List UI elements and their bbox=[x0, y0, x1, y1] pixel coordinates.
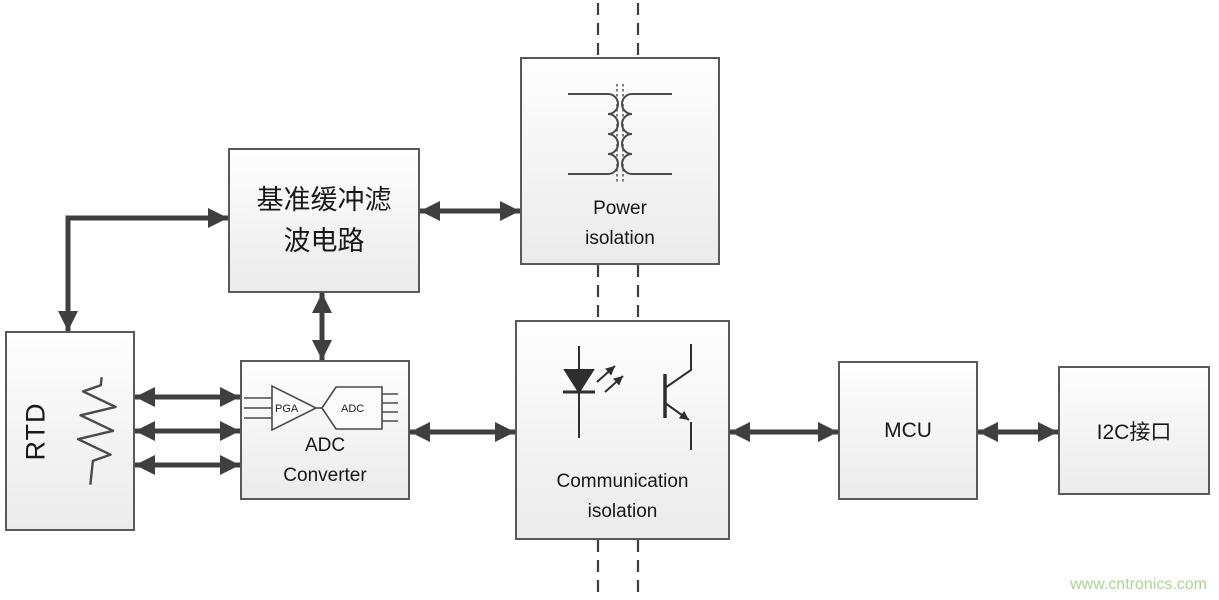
adc-converter-label-line1: ADC bbox=[304, 435, 346, 457]
optocoupler-icon bbox=[563, 344, 692, 450]
adc-converter-label: ADC Converter bbox=[242, 431, 408, 490]
adc-output-lines bbox=[382, 393, 398, 422]
power-isolation-label-line1: Power bbox=[593, 198, 647, 220]
power-isolation-label-line2: isolation bbox=[585, 227, 655, 249]
rtd-label-wrap: RTD bbox=[7, 333, 65, 529]
block-mcu: MCU bbox=[838, 361, 978, 500]
power-isolation-label: Power isolation bbox=[522, 194, 718, 253]
watermark: www.cntronics.com bbox=[1070, 576, 1207, 593]
communication-isolation-label: Communication isolation bbox=[517, 467, 728, 526]
adc-input-lines bbox=[244, 397, 272, 419]
reference-buffer-label-line1: 基准缓冲滤 bbox=[256, 185, 392, 215]
rtd-label: RTD bbox=[20, 401, 51, 461]
block-reference-buffer: 基准缓冲滤 波电路 bbox=[228, 148, 420, 293]
block-i2c-interface: I2C接口 bbox=[1058, 366, 1210, 495]
pga-label: PGA bbox=[275, 403, 299, 415]
block-communication-isolation: Communication isolation bbox=[515, 320, 730, 540]
light-arrow-2 bbox=[604, 375, 624, 393]
resistor-icon bbox=[76, 377, 117, 485]
i2c-label: I2C接口 bbox=[1096, 420, 1172, 444]
transistor-collector bbox=[664, 344, 692, 389]
led-triangle-icon bbox=[563, 369, 595, 394]
pga-adc-icon: PGA ADC bbox=[244, 384, 398, 432]
block-adc-converter: PGA ADC ADC Converter bbox=[240, 360, 410, 500]
light-arrow-1 bbox=[596, 365, 616, 383]
mcu-label: MCU bbox=[884, 418, 932, 442]
block-power-isolation: Power isolation bbox=[520, 57, 720, 265]
block-rtd: RTD bbox=[5, 331, 135, 531]
adc-symbol-label: ADC bbox=[341, 403, 364, 415]
pga-triangle-icon bbox=[271, 384, 318, 432]
adc-converter-label-line2: Converter bbox=[283, 464, 367, 486]
transistor-emitter bbox=[664, 402, 690, 421]
communication-isolation-label-line1: Communication bbox=[556, 471, 689, 493]
reference-buffer-label-line2: 波电路 bbox=[283, 225, 365, 256]
communication-isolation-label-line2: isolation bbox=[587, 500, 658, 522]
transformer-icon bbox=[568, 84, 672, 184]
adc-pentagon-icon bbox=[321, 386, 383, 430]
arrow-reference-rtd bbox=[58, 208, 228, 331]
